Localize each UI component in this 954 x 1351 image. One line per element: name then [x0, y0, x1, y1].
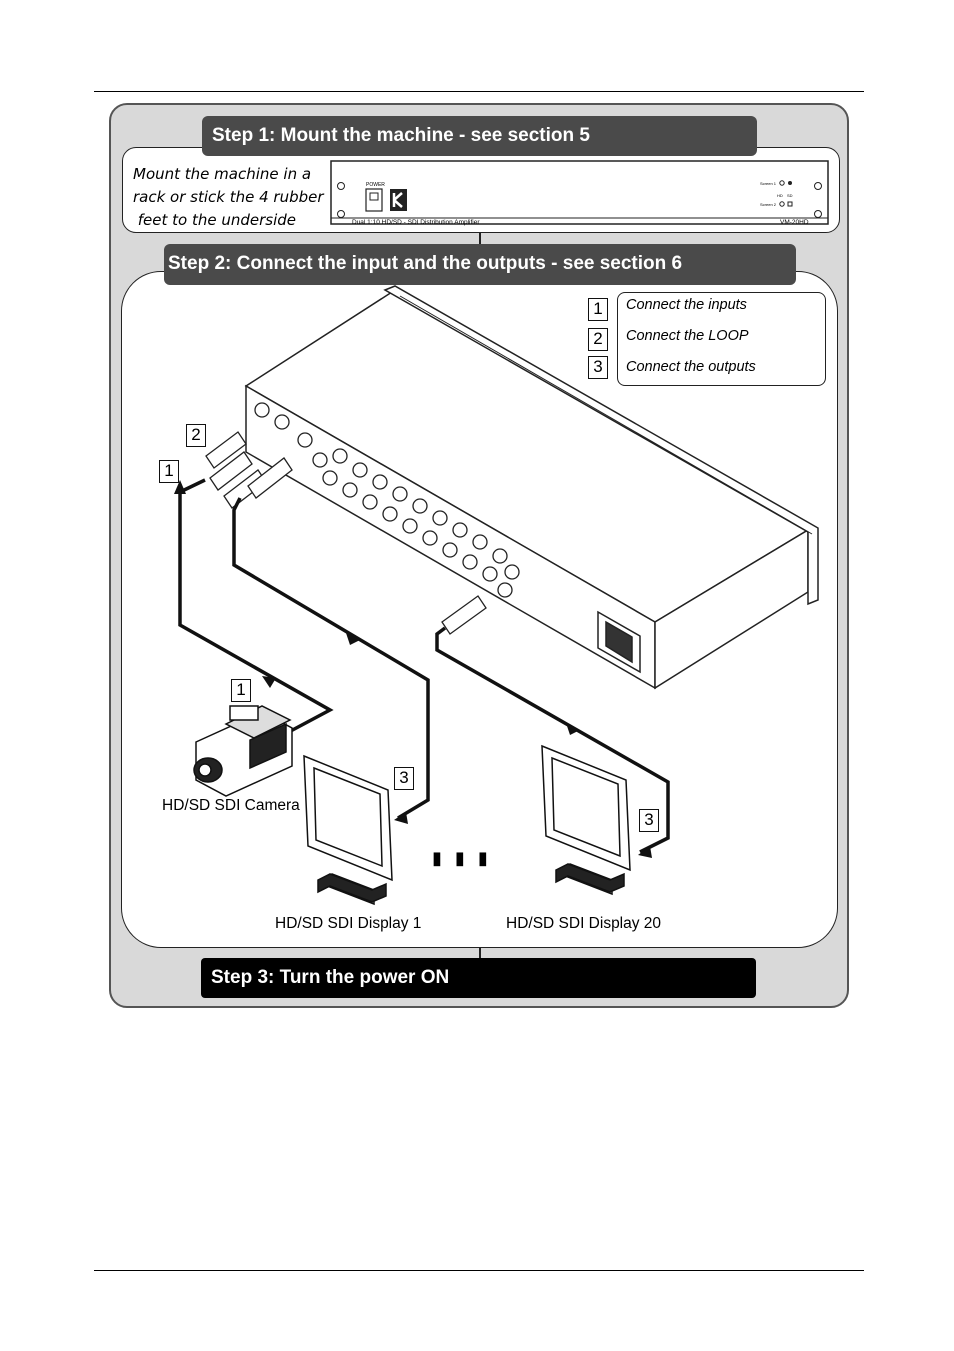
mount-note: Mount the machine in a rack or stick the…	[133, 163, 324, 232]
power-inlet-icon	[597, 610, 641, 674]
arrow-icons	[174, 480, 652, 858]
bottom-rule	[94, 1270, 864, 1271]
model-name: VM-20HD	[780, 219, 809, 226]
cable-plugs	[205, 431, 487, 635]
legend-text-2: Connect the LOOP	[626, 328, 749, 344]
display-20-label: HD/SD SDI Display 20	[506, 915, 662, 932]
bnc-connector-row	[254, 402, 520, 598]
legend-text-3: Connect the outputs	[626, 359, 756, 375]
model-caption: Dual 1:10 HD/SD - SDI Distribution Ampli…	[352, 219, 480, 226]
step-connector-2	[479, 946, 481, 960]
display-20-icon	[541, 744, 631, 896]
callout-camera: 1	[231, 679, 251, 702]
legend-text-1: Connect the inputs	[626, 297, 747, 313]
device-rear	[244, 285, 819, 690]
power-label: POWER	[366, 182, 385, 188]
display-1-icon	[303, 754, 393, 906]
mount-note-line-1: Mount the machine in a	[133, 165, 312, 183]
hd-label: HD	[777, 193, 783, 198]
step1-title: Step 1: Mount the machine - see section …	[202, 116, 757, 156]
callout-input: 1	[159, 460, 179, 483]
step2-title: Step 2: Connect the input and the output…	[164, 244, 796, 285]
mount-note-line-3: feet to the underside	[133, 211, 297, 229]
step3-title: Step 3: Turn the power ON	[201, 958, 756, 998]
display-1-label: HD/SD SDI Display 1	[275, 915, 422, 932]
callout-display-1: 3	[394, 767, 414, 790]
indicator-1-label: Screen 1	[760, 181, 777, 186]
legend-num-3: 3	[588, 356, 608, 379]
callout-loop: 2	[186, 424, 206, 447]
device-front-panel: POWER Screen 1 HD SD Screen 2 Dual 1:10 …	[330, 160, 829, 226]
legend-box	[617, 292, 826, 386]
step-connector-1	[479, 232, 481, 246]
legend-num-2: 2	[588, 328, 608, 351]
legend-num-1: 1	[588, 298, 608, 321]
kramer-logo-icon	[390, 189, 407, 211]
cables	[178, 478, 670, 854]
sd-label: SD	[787, 193, 793, 198]
camera-label: HD/SD SDI Camera	[162, 797, 300, 814]
indicator-2-label: Screen 2	[760, 202, 777, 207]
ellipsis-marker: ▮ ▮ ▮	[432, 848, 492, 868]
mount-note-line-2: rack or stick the 4 rubber	[133, 188, 324, 206]
camera-icon	[193, 705, 293, 797]
callout-display-20: 3	[639, 809, 659, 832]
top-rule	[94, 91, 864, 92]
indicator-1-led-icon	[779, 180, 785, 186]
indicator-2-led-icon	[779, 201, 785, 207]
